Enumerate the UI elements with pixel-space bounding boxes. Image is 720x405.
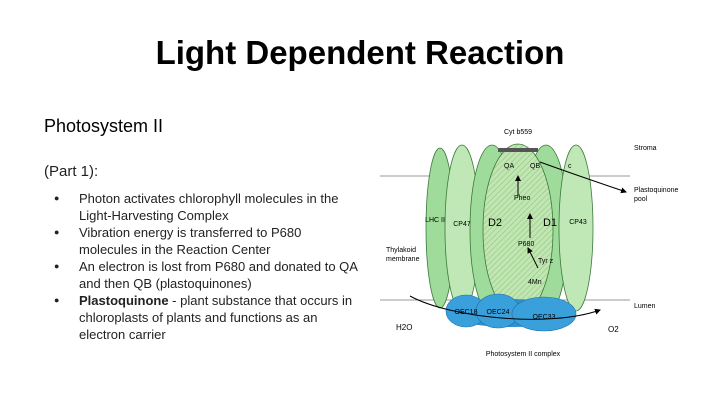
pheo-label: Pheo <box>514 195 530 202</box>
bullet-bold-text: Plastoquinone <box>79 293 169 308</box>
tyr-arrow <box>527 247 539 269</box>
part-label: (Part 1): <box>44 163 99 180</box>
complex-label: Photosystem II complex <box>486 351 561 358</box>
stroma-label: Stroma <box>634 145 657 152</box>
o2-label: O2 <box>608 325 619 334</box>
d1-label: D1 <box>543 217 557 229</box>
slide-subtitle: Photosystem II <box>44 116 164 136</box>
cp43-subunit <box>558 144 594 312</box>
bullet-text: An electron is lost from P680 and donate… <box>79 259 358 291</box>
oec33-subunit <box>511 296 577 332</box>
reaction-center-core <box>482 143 554 317</box>
thylakoid-label-line1: Thylakoid <box>386 247 416 254</box>
photosystem-svg: Cyt b559 QA QB c Stroma Plastoquinone po… <box>380 129 678 358</box>
slide-title: Light Dependent Reaction <box>155 34 565 71</box>
bullet-item: Vibration energy is transferred to P680 … <box>44 224 362 258</box>
oec24-label: OEC24 <box>487 309 510 316</box>
qa-label: QA <box>504 163 514 170</box>
plastoquinone-pool-label-line1: Plastoquinone <box>634 187 678 194</box>
bullet-item: Photon activates chlorophyll molecules i… <box>44 190 362 224</box>
mn-label: 4Mn <box>528 279 542 286</box>
qb-to-pool-arrow <box>539 161 627 194</box>
bullet-text: Vibration energy is transferred to P680 … <box>79 225 302 257</box>
photosystem-diagram: Cyt b559 QA QB c Stroma Plastoquinone po… <box>380 118 685 368</box>
tyr-z-label: Tyr z <box>538 258 554 265</box>
oec18-label: OEC18 <box>455 309 478 316</box>
cyt-b559-bar <box>498 148 538 152</box>
bullet-list: Photon activates chlorophyll molecules i… <box>44 190 362 343</box>
c-label: c <box>568 163 572 170</box>
qb-label: QB <box>530 163 540 170</box>
lumen-label: Lumen <box>634 303 656 310</box>
cp47-label: CP47 <box>453 221 471 228</box>
thylakoid-label-line2: membrane <box>386 256 420 263</box>
plastoquinone-pool-label-line2: pool <box>634 196 648 203</box>
d2-label: D2 <box>488 217 502 229</box>
h2o-label: H2O <box>396 323 412 332</box>
bullet-item: An electron is lost from P680 and donate… <box>44 258 362 292</box>
lhc2-label: LHC II <box>425 217 445 224</box>
cyt-b559-label: Cyt b559 <box>504 129 532 136</box>
bullet-item: Plastoquinone - plant substance that occ… <box>44 292 362 343</box>
p680-label: P680 <box>518 241 534 248</box>
bullet-text: Photon activates chlorophyll molecules i… <box>79 191 339 223</box>
oec33-label: OEC33 <box>533 314 556 321</box>
cp43-label: CP43 <box>569 219 587 226</box>
electron-path-arrow <box>409 295 601 320</box>
bullet-text: - plant substance that occurs in chlorop… <box>79 293 353 342</box>
